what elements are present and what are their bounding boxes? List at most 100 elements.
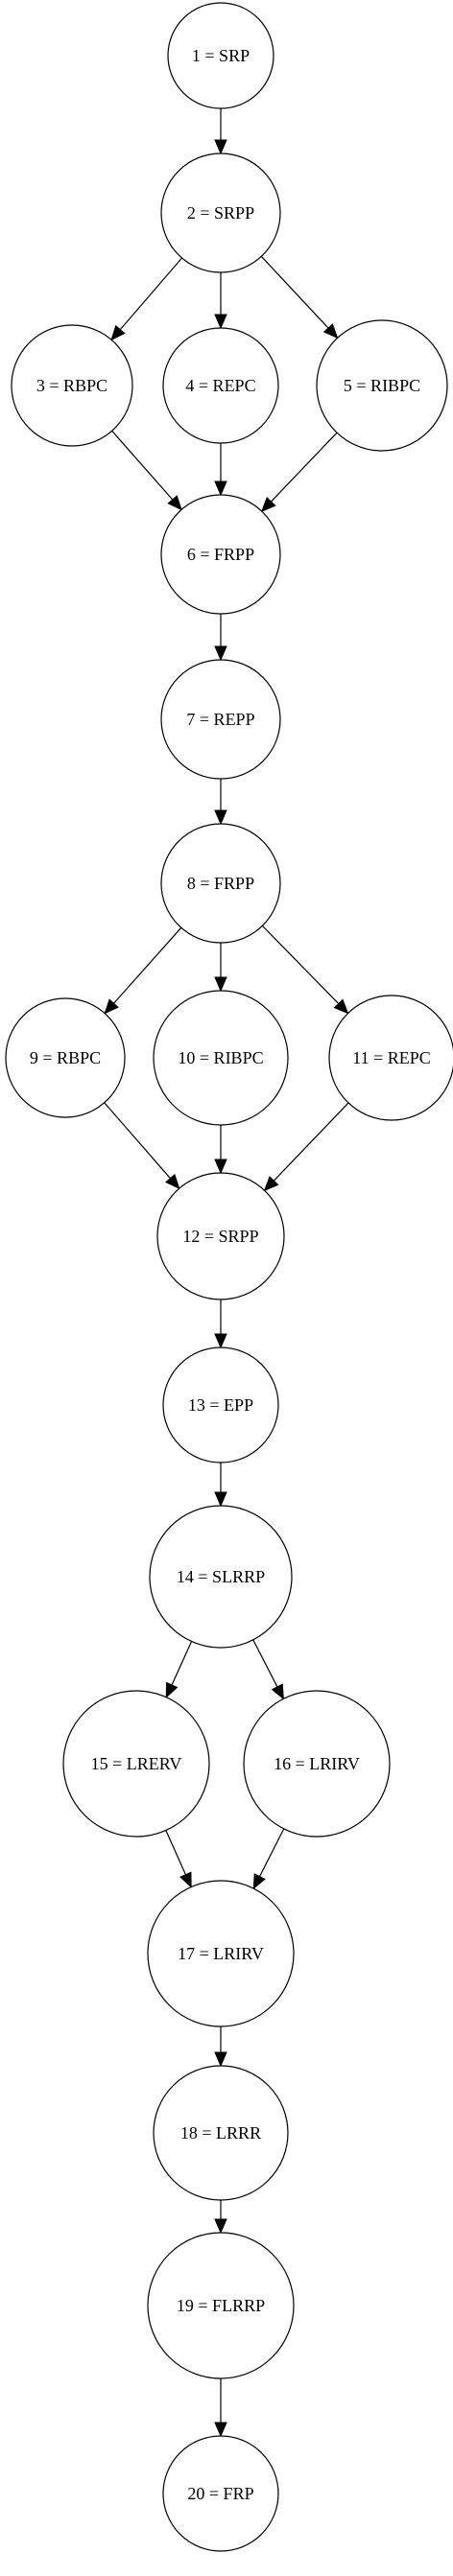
edge-line — [260, 255, 329, 329]
node-n14: 14 = SLRRP — [149, 1505, 293, 1649]
arrowhead-icon — [260, 496, 276, 513]
node-circle — [316, 319, 448, 452]
node-circle — [147, 2232, 295, 2379]
node-label: 7 = REPP — [186, 710, 254, 729]
arrowhead-icon — [214, 2051, 227, 2068]
node-circle — [147, 1880, 295, 2027]
edge-n3-n6 — [111, 430, 182, 511]
node-label: 20 = FRP — [187, 2484, 253, 2503]
node-n10: 10 = RIBPC — [153, 990, 289, 1126]
node-label: 15 = LRERV — [91, 1754, 182, 1773]
node-n15: 15 = LRERV — [62, 1690, 210, 1838]
edge-line — [113, 926, 182, 1004]
arrowhead-icon — [165, 1681, 179, 1698]
node-n3: 3 = RBPC — [11, 324, 133, 447]
node-label: 10 = RIBPC — [178, 1048, 263, 1067]
node-n12: 12 = SRPP — [156, 1172, 285, 1300]
arrowhead-icon — [214, 1491, 227, 1508]
node-label: 14 = SLRRP — [177, 1567, 265, 1586]
edge-n16-n17 — [252, 1828, 285, 1890]
node-circle — [62, 1690, 210, 1838]
edge-n9-n12 — [104, 1102, 180, 1190]
edge-n8-n10 — [214, 943, 227, 993]
node-n7: 7 = REPP — [160, 659, 281, 780]
node-label: 3 = RBPC — [36, 376, 107, 395]
node-label: 2 = SRPP — [187, 203, 254, 222]
edge-n13-n14 — [214, 1463, 227, 1508]
node-label: 17 = LRIRV — [178, 1944, 264, 1963]
node-n8: 8 = FRPP — [160, 823, 281, 944]
arrowhead-icon — [214, 645, 227, 662]
edge-line — [273, 1102, 349, 1182]
node-n4: 4 = REPC — [162, 327, 279, 444]
arrowhead-icon — [214, 139, 227, 155]
arrowhead-icon — [110, 324, 126, 341]
arrowhead-icon — [179, 1871, 192, 1888]
node-n11: 11 = REPC — [328, 995, 453, 1121]
node-circle — [162, 2435, 279, 2552]
edge-line — [119, 257, 182, 331]
arrowhead-icon — [214, 314, 227, 330]
arrowhead-icon — [322, 323, 339, 340]
node-circle — [160, 152, 281, 273]
edge-n8-n11 — [261, 925, 349, 1015]
node-circle — [156, 1172, 285, 1300]
edge-n15-n17 — [165, 1830, 192, 1888]
arrowhead-icon — [104, 998, 119, 1015]
arrowhead-icon — [252, 1873, 266, 1890]
node-circle — [160, 823, 281, 944]
edge-line — [271, 432, 338, 503]
edge-n2-n4 — [214, 272, 227, 330]
nodes-layer: 1 = SRP 2 = SRPP 3 = RBPC 4 = REPC 5 = RIBPC… — [5, 2, 453, 2552]
node-n5: 5 = RIBPC — [316, 319, 448, 452]
node-label: 11 = REPC — [352, 1048, 431, 1067]
arrowhead-icon — [214, 2422, 227, 2438]
node-n18: 18 = LRRR — [153, 2065, 289, 2201]
edge-line — [165, 1830, 186, 1876]
arrowhead-icon — [214, 2218, 227, 2235]
edge-n12-n13 — [214, 1300, 227, 1349]
edge-line — [259, 1828, 285, 1877]
edge-line — [171, 1641, 193, 1686]
node-n13: 13 = EPP — [162, 1347, 279, 1464]
arrowhead-icon — [214, 976, 227, 993]
arrowhead-icon — [165, 1173, 180, 1190]
edge-n14-n15 — [165, 1641, 193, 1698]
arrowhead-icon — [214, 1333, 227, 1349]
edge-line — [111, 430, 174, 501]
arrowhead-icon — [271, 1683, 284, 1700]
node-circle — [162, 1347, 279, 1464]
edge-n14-n16 — [252, 1639, 284, 1700]
edge-n6-n7 — [214, 614, 227, 662]
node-circle — [167, 2, 274, 109]
node-n19: 19 = FLRRP — [147, 2232, 295, 2379]
node-label: 13 = EPP — [188, 1395, 253, 1415]
node-label: 19 = FLRRP — [177, 2296, 265, 2315]
node-circle — [5, 997, 126, 1118]
arrowhead-icon — [333, 998, 349, 1015]
node-label: 5 = RIBPC — [344, 376, 420, 395]
node-n6: 6 = FRPP — [160, 494, 281, 615]
node-n2: 2 = SRPP — [160, 152, 281, 273]
arrowhead-icon — [214, 809, 227, 826]
node-circle — [328, 995, 453, 1121]
node-circle — [162, 327, 279, 444]
node-label: 6 = FRPP — [187, 545, 254, 564]
edge-n11-n12 — [263, 1102, 349, 1192]
node-circle — [160, 659, 281, 780]
edge-n18-n19 — [214, 2200, 227, 2235]
node-label: 4 = REPC — [185, 376, 255, 395]
arrowhead-icon — [214, 480, 227, 497]
node-circle — [153, 2065, 289, 2201]
arrowhead-icon — [167, 495, 182, 511]
edge-line — [261, 925, 340, 1004]
edge-line — [252, 1639, 278, 1688]
node-circle — [160, 494, 281, 615]
node-n17: 17 = LRIRV — [147, 1880, 295, 2027]
edge-n10-n12 — [214, 1125, 227, 1175]
node-label: 12 = SRPP — [182, 1227, 258, 1246]
node-label: 1 = SRP — [192, 46, 250, 65]
node-n9: 9 = RBPC — [5, 997, 126, 1118]
node-label: 16 = LRIRV — [274, 1754, 360, 1773]
